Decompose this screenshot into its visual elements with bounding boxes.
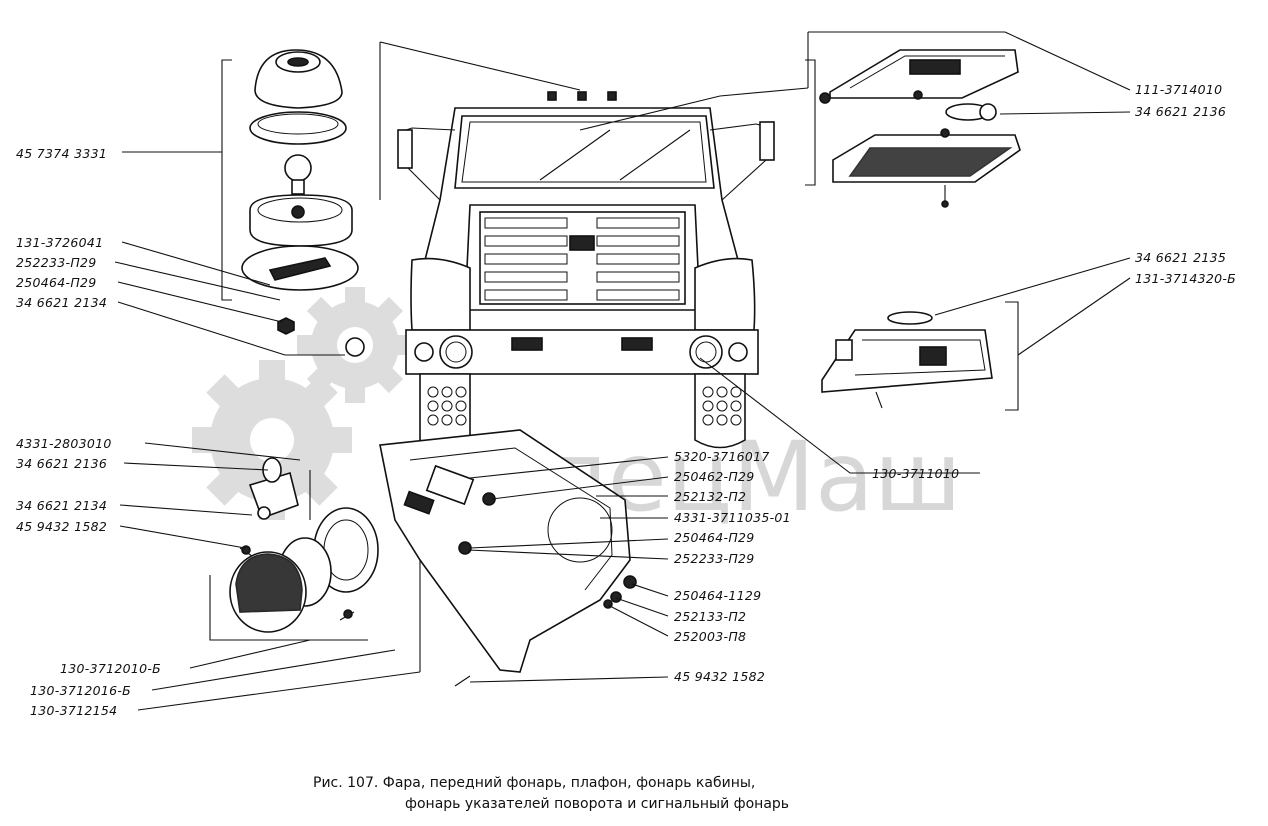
part-label: 250464-П29 — [16, 275, 97, 290]
part-label: 130-3712010-Б — [60, 661, 161, 676]
part-label: 45 9432 1582 — [16, 519, 107, 534]
part-label: 111-3714010 — [1135, 82, 1222, 97]
part-label: 252132-П2 — [674, 489, 746, 504]
part-label: 250462-П29 — [674, 469, 755, 484]
part-label: 34 6621 2135 — [1135, 250, 1226, 265]
part-label: 5320-3716017 — [674, 449, 770, 464]
part-label: 34 6621 2136 — [16, 456, 107, 471]
part-label: 252133-П2 — [674, 609, 746, 624]
part-label: 252233-П29 — [16, 255, 97, 270]
part-label: 4331-3711035-01 — [674, 510, 791, 525]
part-label: 45 7374 3331 — [16, 146, 107, 161]
part-label: 34 6621 2134 — [16, 295, 107, 310]
part-label: 130-3712016-Б — [30, 683, 131, 698]
part-label: 131-3714320-Б — [1135, 271, 1236, 286]
truck-front-view — [397, 91, 775, 449]
part-label: 130-3712154 — [30, 703, 117, 718]
figure-caption-line1: Рис. 107. Фара, передний фонарь, плафон,… — [313, 775, 755, 791]
part-label: 252233-П29 — [674, 551, 755, 566]
bracket-lines — [209, 42, 1019, 641]
part-label: 131-3726041 — [16, 235, 103, 250]
part-label: 34 6621 2134 — [16, 498, 107, 513]
headlight-assembly — [229, 457, 379, 633]
cab-lamp-assembly — [821, 311, 993, 409]
part-labels: 45 7374 3331 131-3726041 252233-П29 2504… — [16, 82, 1236, 718]
part-label: 45 9432 1582 — [674, 669, 765, 684]
part-label: 252003-П8 — [674, 629, 746, 644]
part-label: 250464-1129 — [674, 588, 761, 603]
part-label: 4331-2803010 — [16, 436, 112, 451]
part-label: 130-3711010 — [872, 466, 959, 481]
watermark-gears — [192, 287, 413, 520]
part-label: 250464-П29 — [674, 530, 755, 545]
part-label: 34 6621 2136 — [1135, 104, 1226, 119]
leader-lines — [114, 31, 1131, 711]
turn-signal-assembly — [379, 429, 637, 687]
figure-caption-line2: фонарь указателей поворота и сигнальный … — [405, 796, 789, 812]
roof-lamp-assembly — [241, 49, 365, 357]
dome-lamp-assembly — [819, 49, 1021, 208]
